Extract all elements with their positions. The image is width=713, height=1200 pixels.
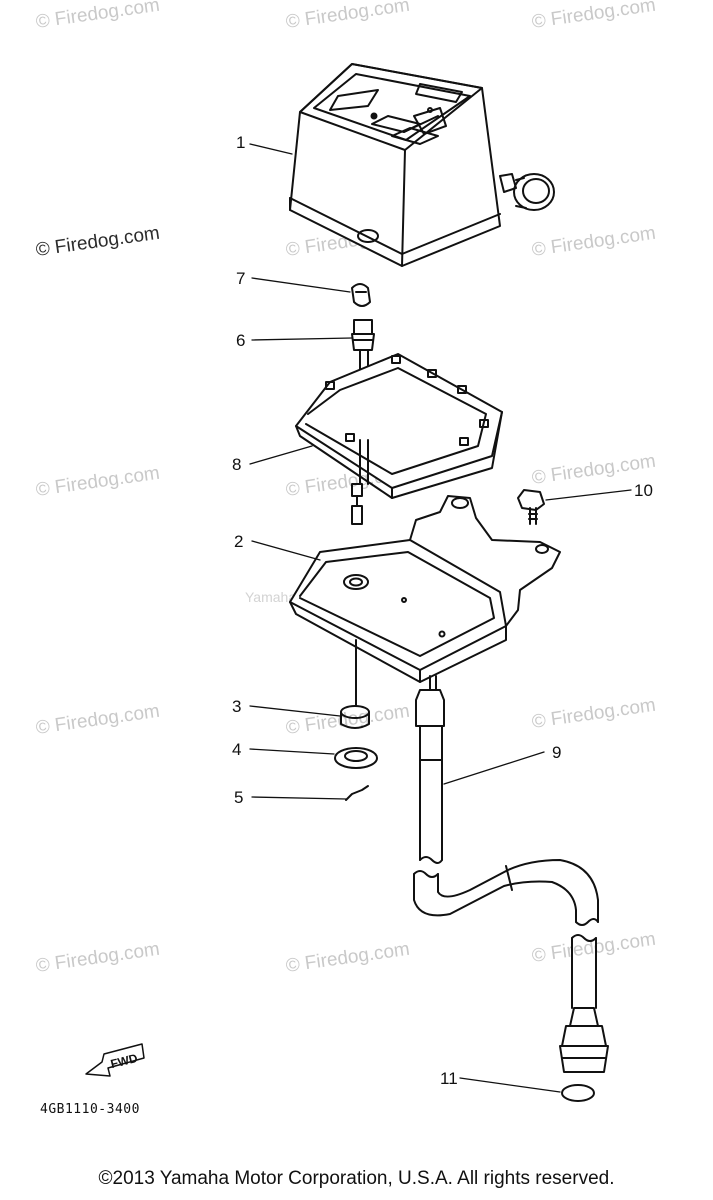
callout-2: 2 — [234, 532, 244, 551]
copyright-footer: ©2013 Yamaha Motor Corporation, U.S.A. A… — [98, 1168, 615, 1189]
lower-case-part-8 — [295, 353, 503, 525]
clip-part-5 — [345, 785, 369, 801]
callout-8: 8 — [232, 455, 242, 474]
o-ring-part-11 — [561, 1084, 595, 1102]
callout-11: 11 — [440, 1069, 458, 1088]
lower-cover-part-2 — [289, 495, 561, 691]
bolt-part-10 — [517, 489, 545, 525]
washer-part-4 — [334, 747, 378, 769]
callout-7: 7 — [236, 269, 246, 288]
leader-lines — [249, 143, 632, 1093]
callout-3: 3 — [232, 697, 242, 716]
callout-5: 5 — [234, 788, 244, 807]
fwd-label: FWD — [109, 1051, 139, 1071]
drawing-number: 4GB1110-3400 — [40, 1102, 140, 1117]
speedometer-cable-part-9 — [413, 675, 609, 1073]
fwd-arrow — [85, 1043, 145, 1077]
callout-6: 6 — [236, 331, 246, 350]
cover-part-7 — [351, 283, 371, 307]
meter-assembly-part-1 — [289, 63, 555, 267]
grommet-part-3 — [340, 689, 370, 729]
callout-1: 1 — [236, 133, 246, 152]
callout-9: 9 — [552, 743, 562, 762]
callout-4: 4 — [232, 740, 242, 759]
callout-10: 10 — [634, 481, 653, 500]
